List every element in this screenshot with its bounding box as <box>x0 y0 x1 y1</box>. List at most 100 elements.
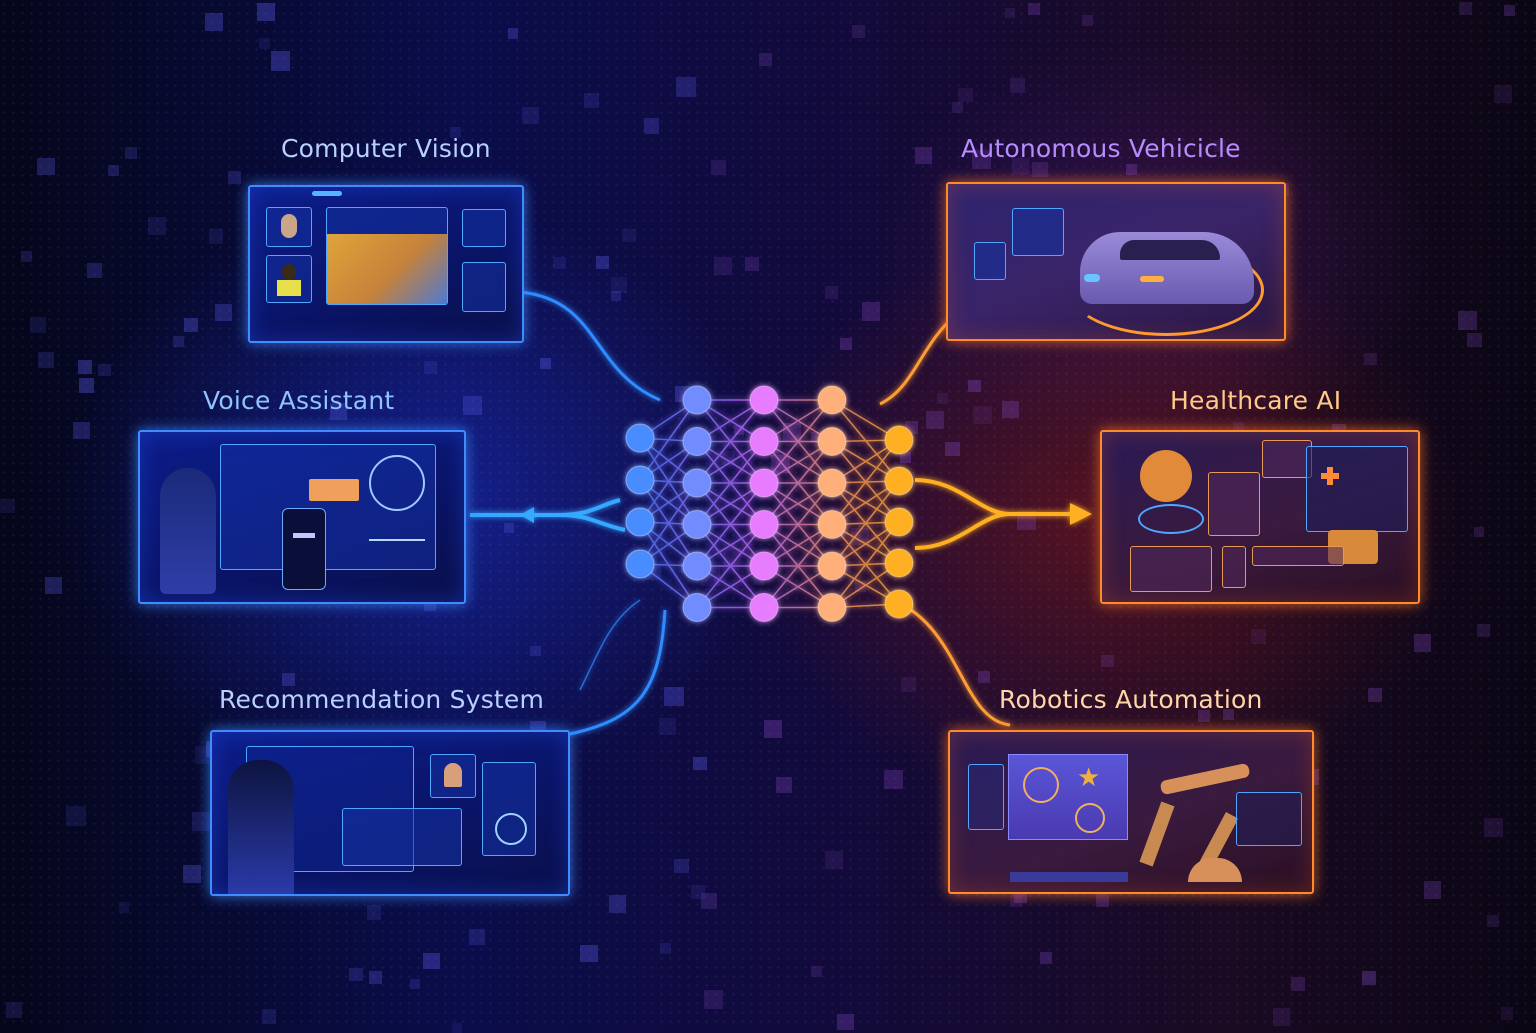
person-silhouette <box>228 760 294 894</box>
pixel-square <box>775 776 792 793</box>
pixel-square <box>66 806 87 827</box>
patient-scan-icon <box>1140 450 1192 502</box>
person-icon <box>277 280 301 296</box>
neuron-node <box>817 385 847 415</box>
pixel-square <box>951 101 963 113</box>
pixel-square <box>29 317 46 334</box>
pixel-square <box>73 422 90 439</box>
pixel-square <box>195 745 214 765</box>
neuron-node <box>625 465 655 495</box>
pixel-square <box>37 158 55 176</box>
pixel-square <box>664 686 684 707</box>
patient-record-list <box>1208 472 1260 536</box>
pixel-square <box>424 361 438 375</box>
pixel-square <box>862 302 881 321</box>
chart-screen <box>342 808 462 866</box>
assistant-logo-icon <box>369 455 425 511</box>
neuron-node <box>817 593 847 622</box>
pixel-square <box>1222 709 1234 721</box>
pixel-square <box>944 441 960 457</box>
pixel-square <box>507 28 519 39</box>
pixel-square <box>409 979 420 990</box>
arrow-to-voice-assistant <box>470 498 626 532</box>
user-thumbnail <box>430 754 476 798</box>
neuron-node <box>625 423 655 453</box>
pixel-square <box>659 942 672 955</box>
report-panel <box>1262 440 1312 478</box>
neuron-node <box>817 468 847 498</box>
pixel-square <box>693 756 707 770</box>
face-thumbnail-2 <box>266 255 312 303</box>
speech-bubble-icon <box>309 479 359 501</box>
pixel-square <box>1214 139 1226 152</box>
pixel-square <box>1082 14 1094 27</box>
pixel-square <box>854 580 866 592</box>
neuron-node <box>625 507 655 537</box>
pixel-square <box>900 676 916 692</box>
pixel-square <box>5 1001 22 1019</box>
pixel-square <box>79 377 95 393</box>
sensor-panel <box>1012 208 1064 256</box>
neuron-node <box>749 427 779 456</box>
neuron-node <box>749 593 779 622</box>
panel-autonomous-vehicle <box>946 182 1286 341</box>
window-dots <box>312 191 342 196</box>
pixel-square <box>173 336 185 348</box>
pixel-square <box>811 965 823 977</box>
pixel-square <box>270 51 291 71</box>
panel-computer-vision <box>248 185 524 343</box>
headlight-icon <box>1084 274 1100 282</box>
thumbs-up-icon <box>1075 803 1105 833</box>
robot-arm-1 <box>1139 801 1175 867</box>
pixel-square <box>1467 332 1482 348</box>
pixel-square <box>811 431 823 443</box>
pixel-square <box>215 304 232 321</box>
pixel-square <box>1423 881 1442 899</box>
pixel-square <box>452 1022 463 1033</box>
vitals-monitor <box>1138 504 1204 534</box>
pixel-square <box>724 548 741 566</box>
neuron-node <box>682 510 712 539</box>
neuron-node <box>817 510 847 539</box>
pixel-square <box>1272 1008 1291 1026</box>
pixel-square <box>643 117 660 134</box>
pixel-square <box>530 645 541 657</box>
pixel-square <box>596 255 610 269</box>
user-icon <box>444 763 462 787</box>
pixel-square <box>228 171 241 185</box>
title-robotics-automation: Robotics Automation <box>999 685 1263 714</box>
pixel-square <box>1290 976 1305 991</box>
pixel-square <box>1362 970 1377 985</box>
pixel-square <box>98 364 111 377</box>
pixel-square <box>1473 526 1485 538</box>
assistant-screen <box>220 444 436 570</box>
pixel-square <box>1483 817 1504 838</box>
pixel-square <box>1487 914 1500 928</box>
pixel-square <box>1032 161 1048 178</box>
pixel-square <box>1459 1 1473 16</box>
smart-speaker-device <box>282 508 326 590</box>
pixel-square <box>1458 310 1477 330</box>
panel-voice-assistant <box>138 430 466 604</box>
neuron-node <box>817 551 847 581</box>
pixel-square <box>758 53 772 67</box>
pixel-square <box>256 3 276 22</box>
panel-recommendation-system <box>210 730 570 896</box>
pixel-square <box>676 77 696 97</box>
pixel-square <box>1503 5 1515 17</box>
pixel-square <box>1101 654 1114 668</box>
pixel-square <box>108 165 120 177</box>
pixel-square <box>611 277 628 294</box>
pixel-square <box>540 358 551 370</box>
arrow-to-healthcare-ai <box>914 478 1075 550</box>
pixel-square <box>192 812 212 832</box>
title-recommendation-system: Recommendation System <box>219 685 545 714</box>
pixel-square <box>261 1009 277 1024</box>
pixel-square <box>1009 78 1025 94</box>
pedestrian-detection <box>974 242 1006 280</box>
neuron-node <box>625 549 655 579</box>
pixel-square <box>503 522 515 534</box>
pixel-square <box>1413 634 1432 652</box>
face-thumbnail-1 <box>266 207 312 247</box>
